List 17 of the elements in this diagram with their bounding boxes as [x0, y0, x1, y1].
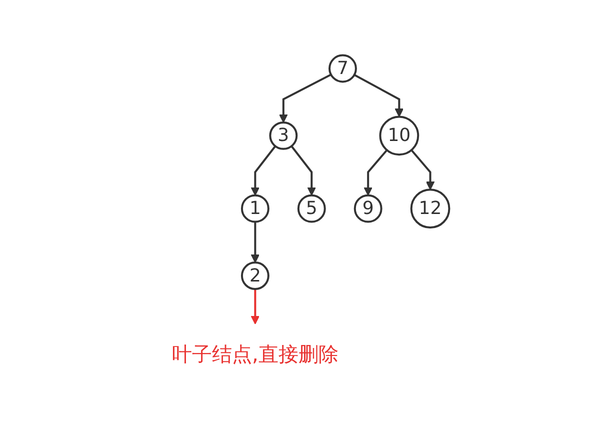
node-circle: 12	[410, 188, 451, 229]
node-circle: 3	[270, 121, 298, 150]
node-circle: 7	[328, 54, 358, 83]
node-circle: 10	[380, 116, 420, 156]
arrow	[364, 149, 388, 196]
arrow	[411, 149, 436, 190]
arrow	[291, 146, 316, 196]
arrow	[251, 146, 276, 196]
arrow	[251, 222, 260, 263]
node-circle: 9	[354, 194, 383, 223]
arrow	[251, 288, 260, 324]
node-text: 叶子结点,直接删除	[172, 342, 339, 366]
node-circle: 1	[241, 194, 270, 223]
node-circle: 5	[298, 194, 326, 223]
arrow	[354, 74, 404, 118]
arrow	[279, 74, 332, 123]
node-circle: 2	[241, 262, 270, 290]
